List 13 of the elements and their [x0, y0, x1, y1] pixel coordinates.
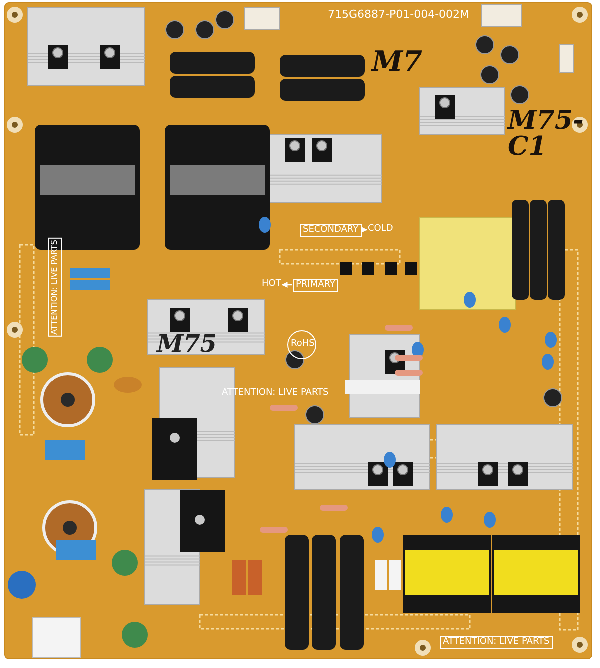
silkscreen-label: PRIMARY	[293, 279, 338, 292]
warning-text: ATTENTION: LIVE PARTS	[440, 636, 553, 649]
part-number: 715G6887-P01-004-002M	[328, 9, 470, 20]
handwritten-mark: M75	[157, 332, 217, 356]
compliance-mark: RoHS	[291, 340, 315, 349]
handwritten-mark: M7	[372, 48, 422, 76]
silkscreen-text: COLD	[368, 225, 394, 234]
arrow	[282, 282, 292, 288]
silkscreen-label: SECONDARY	[300, 224, 362, 237]
warning-text: ATTENTION: LIVE PARTS	[48, 238, 62, 337]
silkscreen-text: HOT	[262, 280, 282, 289]
handwritten-mark: M75-C1	[508, 108, 585, 160]
arrow	[362, 227, 368, 233]
